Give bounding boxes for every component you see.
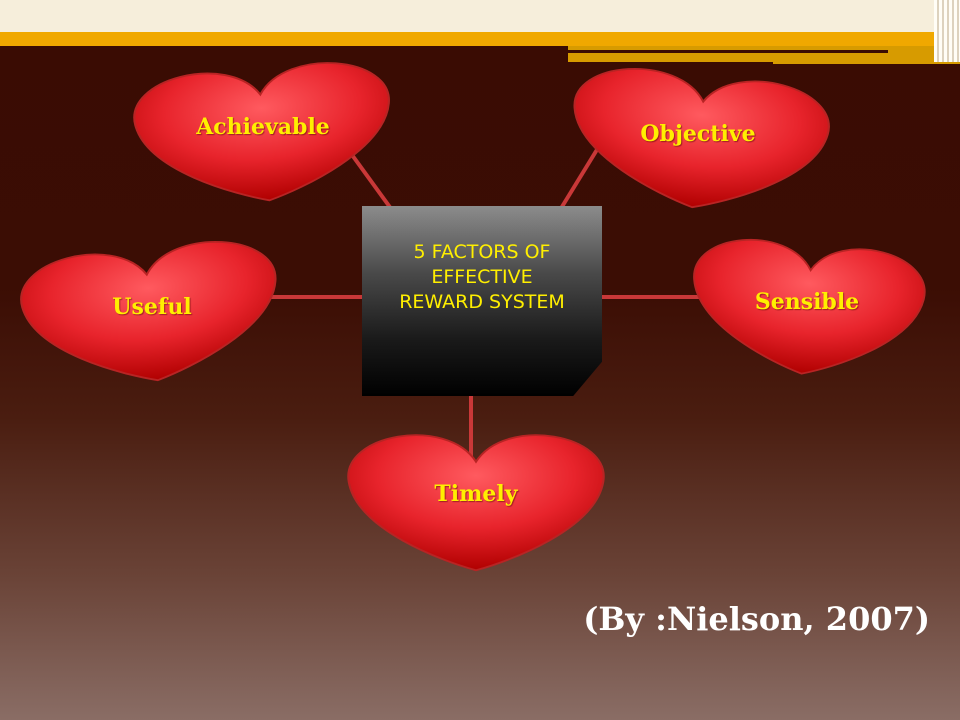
center-title-line-2: EFFECTIVE [431, 266, 533, 288]
top-header-band [0, 0, 960, 32]
header-rule-lower [568, 62, 773, 64]
connector-objective [558, 146, 600, 212]
center-title-box: 5 FACTORS OF EFFECTIVE REWARD SYSTEM [362, 206, 602, 396]
decorative-stripes [934, 0, 960, 62]
center-title-line-3: REWARD SYSTEM [399, 291, 565, 313]
factor-label-useful: Useful [112, 294, 192, 320]
header-rule [568, 50, 888, 53]
center-title-line-1: 5 FACTORS OF [413, 241, 551, 263]
citation-text: (By :Nielson, 2007) [583, 600, 930, 638]
factor-label-objective: Objective [640, 121, 756, 147]
factor-label-sensible: Sensible [754, 289, 860, 315]
connector-achievable [345, 146, 394, 212]
factor-label-timely: Timely [434, 481, 518, 507]
factor-label-achievable: Achievable [196, 114, 330, 140]
gold-accent-bar [0, 32, 960, 46]
